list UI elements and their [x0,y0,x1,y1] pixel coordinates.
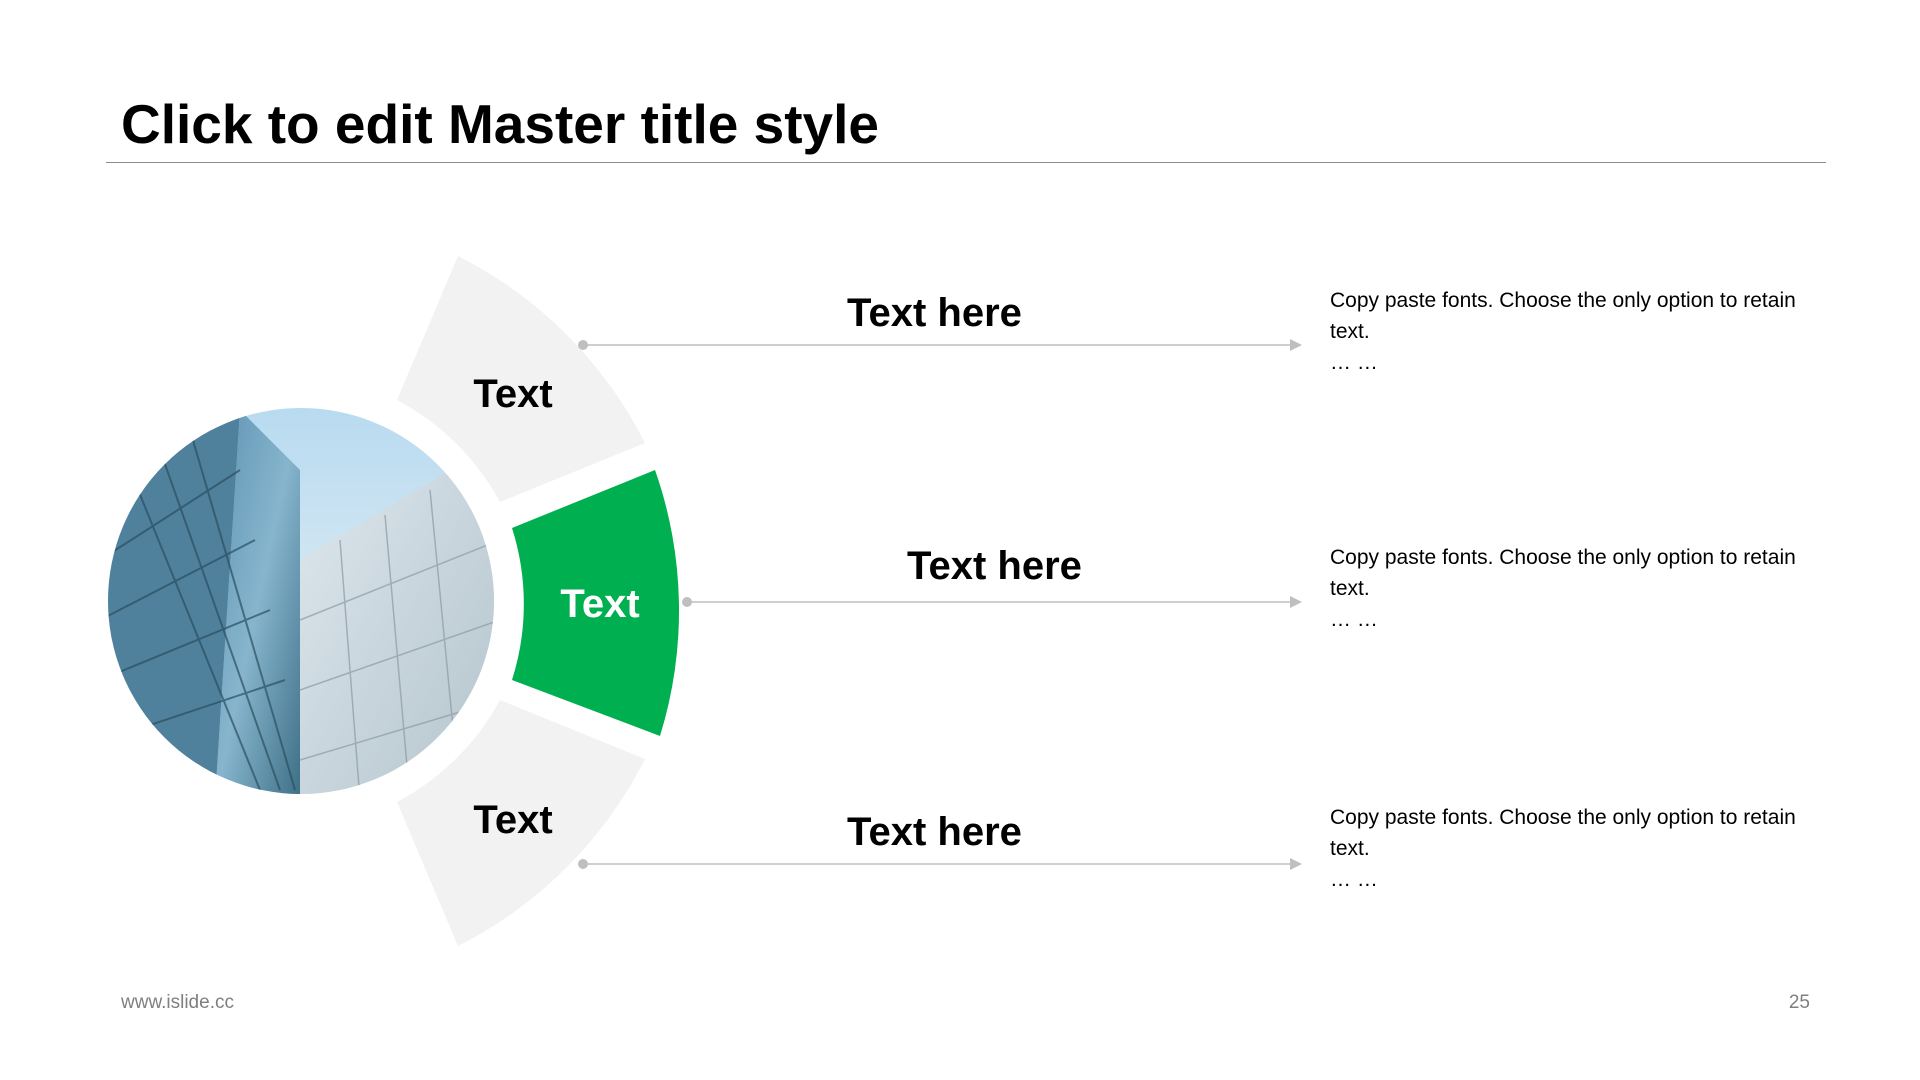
item-heading-3: Text here [847,810,1022,854]
item-description-ellipsis: … … [1330,351,1378,374]
building-photo [108,408,494,794]
item-description-1: Copy paste fonts. Choose the only option… [1330,285,1800,378]
segment-top [397,256,645,502]
footer-url: www.islide.cc [121,992,234,1013]
connector-2 [682,596,1302,608]
item-heading-2: Text here [907,544,1082,588]
segment-label-middle: Text [560,582,639,626]
segment-middle [512,470,680,736]
segment-label-bottom: Text [473,798,552,842]
item-description-ellipsis: … … [1330,868,1378,891]
segment-bottom [397,700,645,946]
item-description-text: Copy paste fonts. Choose the only option… [1330,806,1796,860]
segment-label-top: Text [473,372,552,416]
connector-3 [578,858,1302,870]
item-description-text: Copy paste fonts. Choose the only option… [1330,289,1796,343]
item-description-ellipsis: … … [1330,608,1378,631]
title-divider [106,162,1826,163]
item-description-text: Copy paste fonts. Choose the only option… [1330,546,1796,600]
item-description-3: Copy paste fonts. Choose the only option… [1330,802,1800,895]
page-number: 25 [1788,992,1810,1013]
item-description-2: Copy paste fonts. Choose the only option… [1330,542,1800,635]
connector-1 [578,339,1302,351]
item-heading-1: Text here [847,291,1022,335]
slide-title: Click to edit Master title style [121,93,879,155]
